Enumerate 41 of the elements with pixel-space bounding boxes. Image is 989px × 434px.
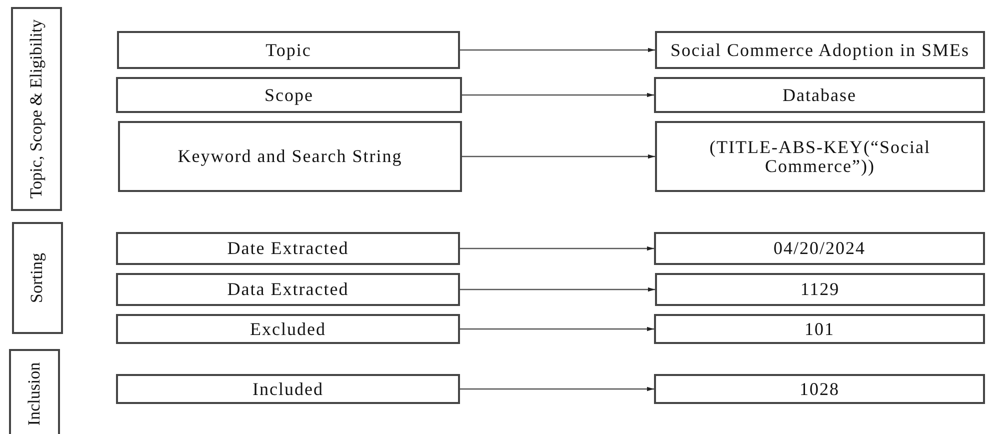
arrow — [460, 246, 654, 251]
process-box — [117, 31, 460, 69]
box-text: Excluded — [249, 320, 327, 338]
arrow — [462, 92, 654, 98]
box-text: Keyword and Search String — [176, 147, 404, 166]
box-text: Topic, Scope & Eligibility — [28, 19, 46, 199]
process-box — [655, 31, 985, 69]
process-box — [654, 77, 985, 113]
process-box — [116, 77, 462, 113]
process-box — [116, 232, 460, 265]
box-text: Topic — [264, 40, 312, 60]
arrow — [460, 386, 654, 392]
process-box — [118, 121, 462, 192]
box-text: Date Extracted — [226, 239, 350, 258]
process-box — [116, 273, 460, 306]
section-label-box — [9, 349, 60, 434]
process-box — [655, 121, 985, 192]
box-text: 1129 — [799, 280, 841, 299]
section-label-box — [11, 7, 62, 211]
box-text: 1028 — [798, 380, 840, 398]
process-box — [116, 374, 460, 404]
section-label-box — [12, 222, 63, 334]
arrow — [460, 326, 654, 332]
box-text: Sorting — [28, 252, 46, 304]
box-text: Scope — [264, 86, 314, 104]
box-text: 101 — [804, 320, 836, 338]
box-text: Social Commerce Adoption in SMEs — [670, 40, 970, 60]
box-text: (TITLE-ABS-KEY(“Social Commerce”)) — [708, 138, 932, 176]
box-text: Data Extracted — [226, 280, 350, 299]
box-text: 04/20/2024 — [772, 239, 866, 258]
process-box — [116, 314, 460, 344]
arrow — [460, 287, 655, 292]
process-box — [654, 314, 985, 344]
arrow — [462, 154, 655, 159]
process-box — [655, 273, 985, 306]
box-text: Inclusion — [26, 362, 44, 426]
box-text: Database — [782, 86, 858, 104]
arrow — [460, 48, 655, 52]
box-text: Included — [252, 380, 324, 398]
process-box — [654, 374, 985, 404]
process-box — [654, 232, 985, 265]
